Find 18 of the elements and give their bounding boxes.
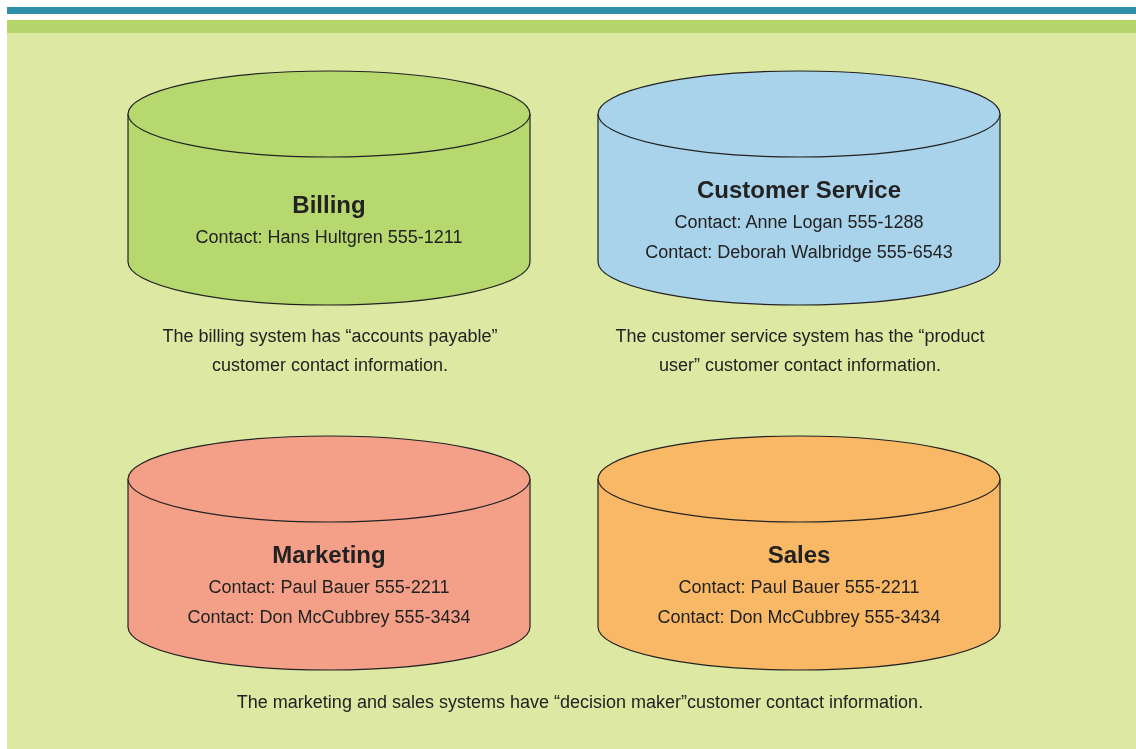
contact-line: Contact: Deborah Walbridge 555-6543	[645, 241, 953, 264]
contact-line: Contact: Hans Hultgren 555-1211	[195, 226, 463, 250]
database-cylinder	[127, 70, 531, 306]
caption-text: The marketing and sales systems have “decision maker”customer contact information.	[235, 691, 925, 714]
contact-line: Contact: Don McCubbrey 555-3434	[187, 606, 471, 629]
database-title: Marketing	[272, 540, 386, 571]
contact-line: Contact: Don McCubbrey 555-3434	[657, 606, 941, 629]
contact-line: Contact: Paul Bauer 555-2211	[678, 576, 920, 600]
database-title: Billing	[292, 190, 366, 221]
database-cylinder	[127, 435, 531, 671]
database-cylinder	[597, 70, 1001, 306]
database-cylinder	[597, 435, 1001, 671]
database-title: Customer Service	[696, 175, 902, 206]
caption-text: The billing system has “accounts payable” customer contact information.	[161, 325, 499, 377]
database-title: Sales	[767, 540, 831, 571]
caption-text: The customer service system has the “product user” customer contact information.	[614, 325, 986, 377]
contact-line: Contact: Anne Logan 555-1288	[674, 211, 924, 235]
contact-line: Contact: Paul Bauer 555-2211	[208, 576, 450, 600]
